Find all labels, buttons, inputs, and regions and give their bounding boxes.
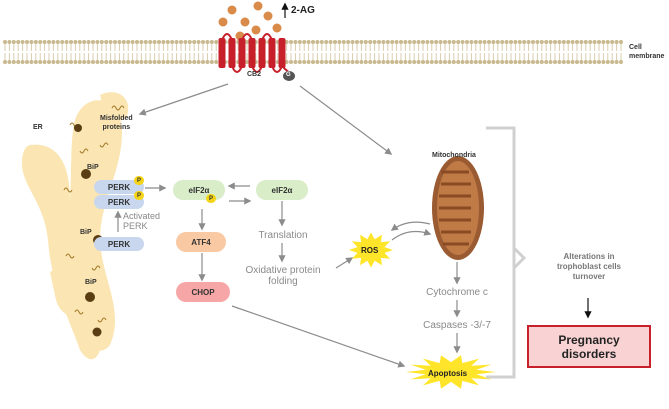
- perk-node: PERK: [94, 180, 144, 194]
- ligand-particle: [227, 5, 237, 15]
- outcome-bracket: [486, 126, 527, 379]
- cell-membrane: [3, 40, 623, 64]
- outcome-box: Pregnancy disorders: [527, 325, 651, 368]
- er-shape: [21, 92, 129, 360]
- activated-perk-label: Activated PERK: [123, 211, 161, 231]
- ligand-particles: [218, 1, 282, 41]
- g-protein-label: G: [286, 72, 291, 78]
- phospho-badge: P: [134, 176, 144, 185]
- perk-node: PERK: [94, 237, 144, 251]
- atf4-node: ATF4: [176, 232, 226, 252]
- cytochrome-label: Cytochrome c: [426, 287, 488, 298]
- eif2a-node: eIF2α: [256, 180, 308, 200]
- phospho-badge: P: [206, 194, 216, 203]
- receptor-helix: [258, 38, 266, 68]
- outcome-label: Pregnancy disorders: [558, 332, 620, 361]
- arrow-cb2-to-mito: [299, 85, 393, 155]
- ligand-particle: [272, 23, 282, 33]
- alterations-label: Alterations in trophoblast cells turnove…: [556, 252, 621, 281]
- caspases-label: Caspases -3/-7: [423, 320, 491, 331]
- apoptosis-label: Apoptosis: [428, 369, 468, 378]
- ligand-particle: [253, 1, 263, 11]
- receptor-helix: [218, 38, 226, 68]
- receptor-loops: [221, 33, 290, 73]
- perk-node: PERK: [94, 195, 144, 209]
- cell-membrane-label: Cell membrane: [629, 44, 665, 60]
- er-label: ER: [33, 124, 43, 131]
- ros-label: ROS: [361, 246, 379, 255]
- apoptosis-burst: [406, 355, 496, 389]
- receptor-helix: [238, 38, 246, 68]
- chop-node: CHOP: [176, 282, 230, 302]
- receptor-label: CB2: [247, 71, 262, 78]
- arrow-ros-to-mito: [391, 228, 432, 241]
- ligand-particle: [218, 17, 228, 27]
- g-protein: [283, 71, 295, 81]
- ligand-particle: [263, 11, 273, 21]
- burst-shape: [406, 355, 496, 389]
- ligand-particle: [240, 17, 250, 27]
- receptor-helix: [278, 38, 286, 68]
- receptor-helix: [248, 38, 256, 68]
- eif2a-node: eIF2α: [173, 180, 225, 200]
- arrow-cb2-to-er: [138, 83, 229, 116]
- cb2-receptor: [218, 33, 290, 73]
- bip-label: BiP: [87, 164, 99, 171]
- arrow-folding-to-ros: [335, 257, 354, 269]
- arrow-chop-to-apoptosis: [231, 305, 406, 368]
- mitochondrion: [432, 156, 484, 260]
- arrow-mito-to-ros: [390, 221, 431, 231]
- receptor-helix: [228, 38, 236, 68]
- bip-label: BiP: [85, 279, 97, 286]
- misfolded-label: Misfolded proteins: [100, 115, 133, 131]
- ros-burst: [349, 232, 393, 268]
- bip-label: BiP: [80, 229, 92, 236]
- misfolded-protein-squiggles: [63, 105, 125, 323]
- burst-shape: [349, 232, 393, 268]
- phospho-badge: P: [134, 191, 144, 200]
- mitochondria-label: Mitochondria: [432, 152, 476, 159]
- ligand-particle: [251, 25, 261, 35]
- ligand-label: 2-AG: [291, 5, 315, 16]
- receptor-helix: [268, 38, 276, 68]
- oxidative-folding-label: Oxidative protein folding: [245, 265, 321, 287]
- translation-label: Translation: [258, 230, 308, 241]
